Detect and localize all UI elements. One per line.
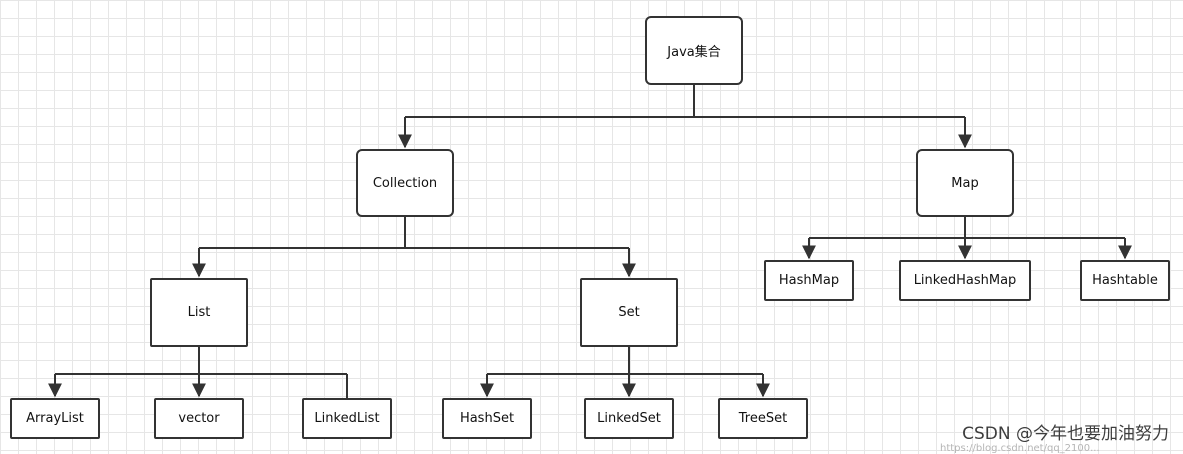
node-set[interactable]: Set [580, 278, 678, 347]
node-hashmap[interactable]: HashMap [764, 260, 854, 301]
node-collection[interactable]: Collection [356, 149, 454, 217]
node-treeset[interactable]: TreeSet [718, 398, 808, 439]
watermark: CSDN @今年也要加油努力 [962, 424, 1169, 444]
node-map[interactable]: Map [916, 149, 1014, 217]
watermark-url: https://blog.csdn.net/qq_2100... [940, 443, 1100, 454]
node-linkedset[interactable]: LinkedSet [584, 398, 674, 439]
node-linkedlist[interactable]: LinkedList [302, 398, 392, 439]
node-vector[interactable]: vector [154, 398, 244, 439]
node-arraylist[interactable]: ArrayList [10, 398, 100, 439]
node-hashset[interactable]: HashSet [442, 398, 532, 439]
node-list[interactable]: List [150, 278, 248, 347]
node-hashtable[interactable]: Hashtable [1080, 260, 1170, 301]
node-java-collections[interactable]: Java集合 [645, 16, 743, 85]
node-linkedhashmap[interactable]: LinkedHashMap [899, 260, 1031, 301]
